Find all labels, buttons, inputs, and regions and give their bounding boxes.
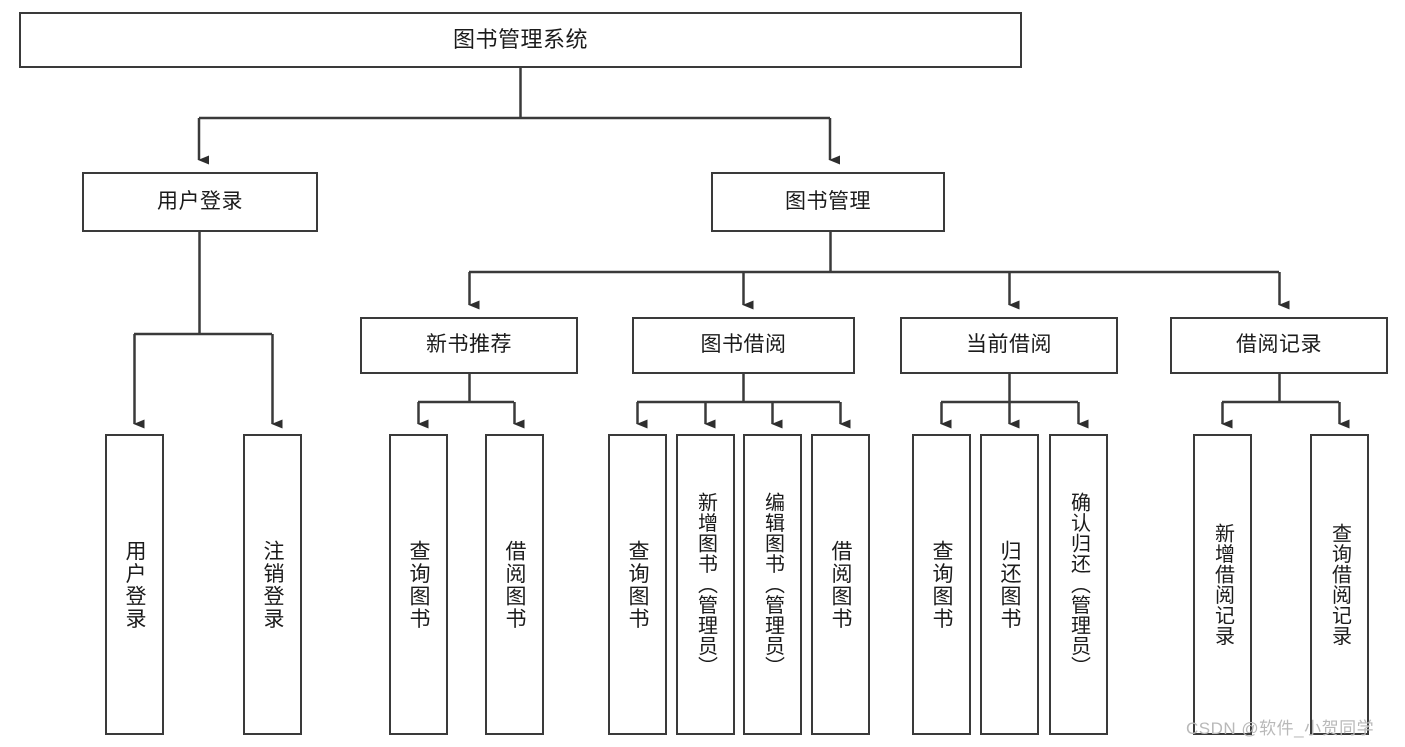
node-current-borrow[interactable]: 当前借阅 <box>900 317 1118 374</box>
node-borrow-record[interactable]: 借阅记录 <box>1170 317 1388 374</box>
node-label: 图书管理 <box>785 189 871 213</box>
node-label: 借阅图书 <box>829 539 853 630</box>
node-label: 查询图书 <box>407 539 431 630</box>
leaf-current-borrow-query-book[interactable]: 查询图书 <box>912 434 971 735</box>
node-root-system[interactable]: 图书管理系统 <box>19 12 1022 68</box>
node-label: 查询图书 <box>930 539 954 630</box>
leaf-user-login-login[interactable]: 用户登录 <box>105 434 164 735</box>
node-label: 用户登录 <box>157 189 243 213</box>
node-book-borrow[interactable]: 图书借阅 <box>632 317 855 374</box>
leaf-borrow-record-add-record[interactable]: 新增借阅记录 <box>1193 434 1252 735</box>
leaf-borrow-record-query-record[interactable]: 查询借阅记录 <box>1310 434 1369 735</box>
node-label: 编辑图书（管理员） <box>761 492 784 677</box>
leaf-user-login-logout[interactable]: 注销登录 <box>243 434 302 735</box>
node-label: 借阅记录 <box>1236 333 1322 357</box>
node-new-book-recommend[interactable]: 新书推荐 <box>360 317 578 374</box>
node-user-login[interactable]: 用户登录 <box>82 172 318 232</box>
node-label: 新书推荐 <box>426 333 512 357</box>
node-label: 新增图书（管理员） <box>694 492 717 677</box>
node-label: 归还图书 <box>998 539 1022 630</box>
leaf-new-book-borrow-book[interactable]: 借阅图书 <box>485 434 544 735</box>
leaf-current-borrow-return-book[interactable]: 归还图书 <box>980 434 1039 735</box>
leaf-current-borrow-confirm-return-admin[interactable]: 确认归还（管理员） <box>1049 434 1108 735</box>
node-label: 注销登录 <box>261 539 285 630</box>
leaf-new-book-query-book[interactable]: 查询图书 <box>389 434 448 735</box>
leaf-book-borrow-query-book[interactable]: 查询图书 <box>608 434 667 735</box>
node-book-manage[interactable]: 图书管理 <box>711 172 945 232</box>
node-label: 图书借阅 <box>700 333 787 357</box>
leaf-book-borrow-add-book-admin[interactable]: 新增图书（管理员） <box>676 434 735 735</box>
node-label: 查询借阅记录 <box>1328 523 1351 646</box>
node-label: 新增借阅记录 <box>1211 523 1234 646</box>
node-label: 当前借阅 <box>966 333 1052 357</box>
node-label: 借阅图书 <box>503 539 527 630</box>
watermark-text: CSDN @软件_小贺同学 <box>1186 719 1375 738</box>
leaf-book-borrow-edit-book-admin[interactable]: 编辑图书（管理员） <box>743 434 802 735</box>
node-label: 用户登录 <box>123 539 147 630</box>
node-label: 确认归还（管理员） <box>1067 492 1090 677</box>
node-label: 查询图书 <box>626 539 650 630</box>
node-label: 图书管理系统 <box>452 27 588 53</box>
leaf-book-borrow-borrow-book[interactable]: 借阅图书 <box>811 434 870 735</box>
